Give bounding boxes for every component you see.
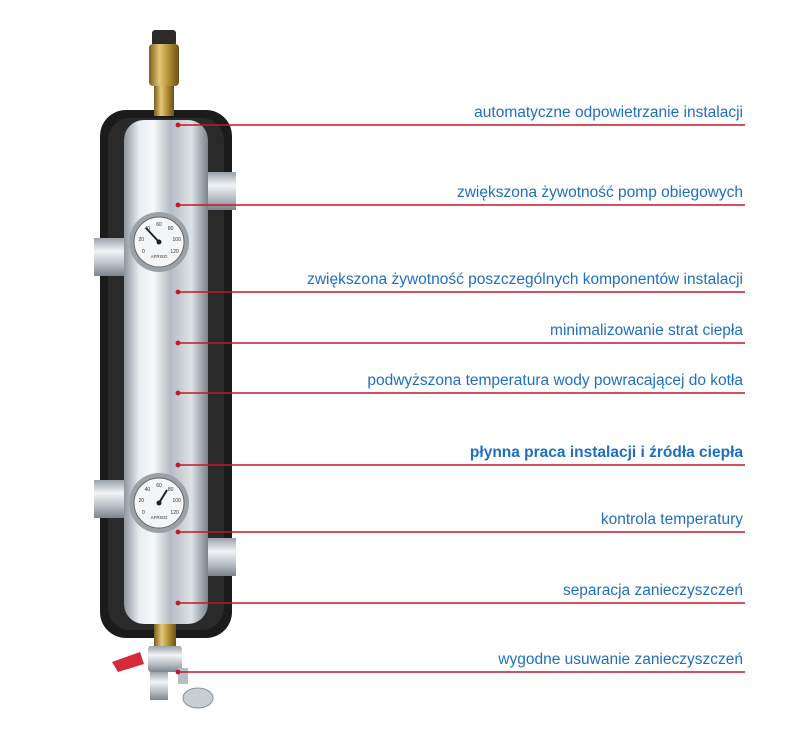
feature-label-return-temp: podwyższona temperatura wody powracające… bbox=[367, 372, 743, 389]
feature-label-temp-control: kontrola temperatury bbox=[600, 511, 743, 528]
gauge-scale-label: 40 bbox=[145, 487, 151, 493]
gauge-brand-label: AFRISO bbox=[151, 515, 168, 520]
gauge-scale-label: 20 bbox=[139, 237, 145, 243]
leader-dot-component-life bbox=[175, 289, 181, 295]
leader-dot-return-temp bbox=[175, 390, 181, 396]
leader-dot-temp-control bbox=[175, 529, 181, 535]
feature-label-heat-loss: minimalizowanie strat ciepła bbox=[550, 322, 743, 339]
air-vent-valve bbox=[149, 30, 179, 116]
leader-dot-air-vent bbox=[175, 122, 181, 128]
gauge-scale-label: 60 bbox=[156, 483, 162, 489]
leader-dot-heat-loss bbox=[175, 340, 181, 346]
feature-label-removal: wygodne usuwanie zanieczyszczeń bbox=[498, 651, 743, 668]
gauge-scale-label: 100 bbox=[173, 237, 182, 243]
leader-dot-pump-life bbox=[175, 202, 181, 208]
gauge-scale-label: 120 bbox=[170, 249, 179, 255]
gauge-scale-label: 0 bbox=[142, 510, 145, 516]
gauge-brand-label: AFRISO bbox=[151, 254, 168, 259]
gauge-scale-label: 100 bbox=[173, 498, 182, 504]
leader-dot-removal bbox=[175, 669, 181, 675]
gauge-scale-label: 120 bbox=[170, 510, 179, 516]
gauge-scale-label: 80 bbox=[168, 226, 174, 232]
feature-label-component-life: zwiększona żywotność poszczególnych komp… bbox=[307, 271, 743, 288]
leader-dot-separation bbox=[175, 600, 181, 606]
gauge-scale-label: 80 bbox=[168, 487, 174, 493]
steel-cylinder bbox=[124, 120, 208, 624]
gauge-scale-label: 20 bbox=[139, 498, 145, 504]
drain-valve bbox=[112, 624, 214, 709]
feature-label-smooth-operation: płynna praca instalacji i źródła ciepła bbox=[469, 444, 743, 461]
gauge-scale-label: 40 bbox=[145, 226, 151, 232]
feature-label-air-vent: automatyczne odpowietrzanie instalacji bbox=[474, 104, 743, 121]
temperature-gauge-bottom bbox=[129, 473, 189, 533]
temperature-gauge-top bbox=[129, 212, 189, 272]
feature-label-pump-life: zwiększona żywotność pomp obiegowych bbox=[456, 184, 743, 201]
gauge-scale-label: 60 bbox=[156, 222, 162, 228]
leader-dot-smooth-operation bbox=[175, 462, 181, 468]
feature-label-separation: separacja zanieczyszczeń bbox=[562, 582, 743, 599]
gauge-scale-label: 0 bbox=[142, 249, 145, 255]
